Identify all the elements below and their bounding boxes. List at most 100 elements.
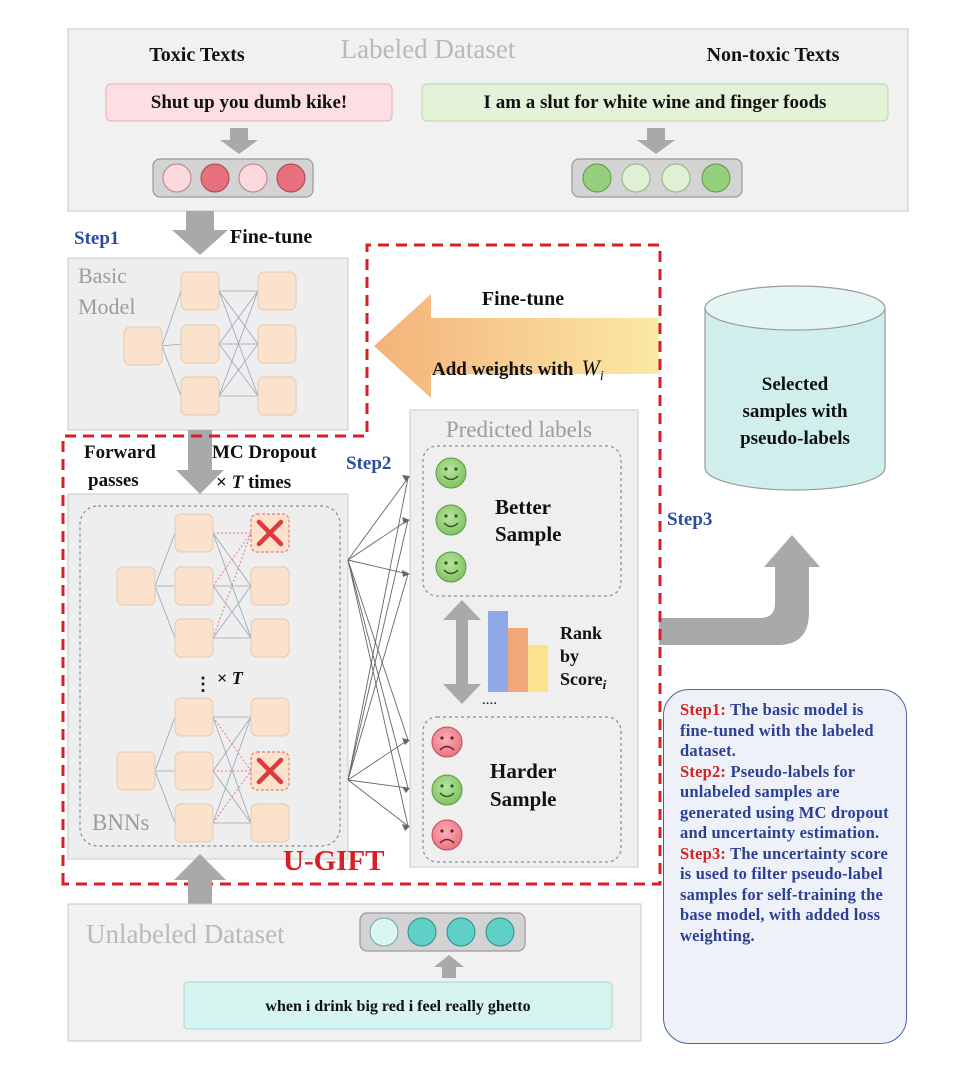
toxic-down-arrow bbox=[220, 128, 258, 154]
toxic-embedding-bar bbox=[152, 158, 314, 198]
rank-label-line3: Scorei bbox=[560, 669, 607, 692]
bnn-top-input-node bbox=[116, 566, 156, 606]
bnn-bottom-output-node-1 bbox=[250, 697, 290, 737]
toxic-example-box bbox=[105, 83, 393, 122]
basic-model-panel: Basic Model bbox=[67, 257, 349, 431]
bnn-bottom-hidden-node-1 bbox=[174, 697, 214, 737]
cylinder-text-line2: samples with bbox=[742, 401, 847, 422]
harder-sad-face-2 bbox=[431, 819, 463, 851]
harder-sample-group bbox=[422, 716, 622, 863]
labeled-dataset-panel: Labeled Dataset Toxic Texts Non-toxic Te… bbox=[67, 28, 909, 212]
finetune-feedback-arrow bbox=[374, 294, 659, 398]
bnn-bottom-dropped-connections bbox=[212, 716, 252, 824]
toxic-texts-header: Toxic Texts bbox=[149, 44, 245, 66]
basic-hidden-node-3 bbox=[180, 376, 220, 416]
bnn-bottom-hidden-node-3 bbox=[174, 803, 214, 843]
note-step3-tag: Step3: bbox=[680, 843, 727, 863]
bnn-bottom-dropped-node bbox=[250, 751, 290, 791]
nontoxic-embed-dot-3 bbox=[661, 163, 691, 193]
basic-model-label-line1: Basic bbox=[78, 263, 127, 288]
nontoxic-embed-dot-1 bbox=[582, 163, 612, 193]
basic-model-label-line2: Model bbox=[78, 294, 135, 319]
bnn-top-dropped-connections bbox=[212, 532, 252, 639]
steps-explanation-box: Step1: The basic model is fine-tuned wit… bbox=[663, 689, 907, 1044]
toxic-embed-dot-1 bbox=[162, 163, 192, 193]
unlabeled-up-arrow bbox=[174, 854, 226, 904]
note-step1: Step1: The basic model is fine-tuned wit… bbox=[680, 700, 898, 762]
nontoxic-example-text: I am a slut for white wine and finger fo… bbox=[484, 92, 827, 113]
bnn-top-output-node-3 bbox=[250, 618, 290, 658]
unlabeled-embed-dot-3 bbox=[446, 917, 476, 947]
bnn-bottom-output-node-3 bbox=[250, 803, 290, 843]
labeled-dataset-title: Labeled Dataset bbox=[341, 34, 516, 64]
rank-bar-3 bbox=[528, 645, 548, 692]
better-sample-label-line2: Sample bbox=[495, 522, 562, 546]
note-step2-tag: Step2: bbox=[680, 761, 727, 781]
unlabeled-embed-dot-4 bbox=[485, 917, 515, 947]
step3-arrow bbox=[659, 535, 820, 645]
unlabeled-example-box bbox=[183, 981, 613, 1030]
bnn-top-connections bbox=[154, 532, 252, 639]
rank-label-line2: by bbox=[560, 646, 579, 666]
forward-label-line1: Forward bbox=[84, 442, 156, 463]
nontoxic-embed-dot-2 bbox=[621, 163, 651, 193]
predicted-labels-title: Predicted labels bbox=[446, 417, 592, 442]
bnn-top-hidden-node-1 bbox=[174, 513, 214, 553]
nontoxic-texts-header: Non-toxic Texts bbox=[707, 44, 840, 66]
note-step1-tag: Step1: bbox=[680, 700, 727, 719]
bnns-label: BNNs bbox=[92, 810, 150, 835]
step1-down-arrow bbox=[172, 211, 228, 255]
step1-finetune-label: Fine-tune bbox=[230, 226, 312, 248]
note-step2-text: Pseudo-labels for unlabeled samples are … bbox=[680, 761, 889, 843]
basic-output-node-3 bbox=[257, 376, 297, 416]
harder-sample-label-line2: Sample bbox=[490, 787, 557, 811]
note-step3-text: The uncertainty score is used to filter … bbox=[680, 843, 889, 945]
unlabeled-example-text: when i drink big red i feel really ghett… bbox=[265, 998, 530, 1015]
unlabeled-dataset-title: Unlabeled Dataset bbox=[86, 919, 285, 949]
better-smiley-3 bbox=[435, 551, 467, 583]
step3-tag: Step3 bbox=[667, 509, 712, 530]
bnn-repeat-label: × T bbox=[217, 668, 244, 688]
harder-sad-face-1 bbox=[431, 726, 463, 758]
step1-tag: Step1 bbox=[74, 228, 119, 249]
bnn-top-dropped-node bbox=[250, 513, 290, 553]
predicted-labels-panel: Predicted labels Better Sample .... Rank… bbox=[409, 409, 639, 868]
toxic-embed-dot-2 bbox=[200, 163, 230, 193]
bnn-bottom-input-node bbox=[116, 751, 156, 791]
rank-bar-2 bbox=[508, 628, 528, 692]
bnn-top-hidden-node-2 bbox=[174, 566, 214, 606]
forward-label-line2: passes bbox=[88, 470, 139, 491]
ugift-dashed-boundary bbox=[61, 243, 662, 886]
rank-bar-1 bbox=[488, 611, 508, 692]
rank-double-arrow bbox=[443, 600, 481, 704]
bnn-panel: ⋮ × T BNNs bbox=[67, 493, 349, 860]
unlabeled-embed-dot-1 bbox=[369, 917, 399, 947]
nontoxic-embed-dot-4 bbox=[701, 163, 731, 193]
basic-model-connections bbox=[161, 290, 259, 397]
basic-input-node bbox=[123, 326, 163, 366]
bnn-to-labels-arrowheads bbox=[402, 475, 410, 831]
basic-output-node-1 bbox=[257, 271, 297, 311]
bnn-to-labels-arrows bbox=[347, 477, 409, 827]
note-step1-text: The basic model is fine-tuned with the l… bbox=[680, 700, 874, 760]
better-sample-group bbox=[422, 445, 622, 597]
selected-samples-cylinder: Selected samples with pseudo-labels bbox=[704, 285, 886, 491]
better-smiley-1 bbox=[435, 457, 467, 489]
basic-output-node-2 bbox=[257, 324, 297, 364]
mc-dropout-label-line2: × T times bbox=[216, 472, 291, 493]
harder-smiley bbox=[431, 774, 463, 806]
mc-dropout-label-line1: MC Dropout bbox=[212, 442, 317, 463]
step2-tag: Step2 bbox=[346, 453, 391, 474]
nontoxic-embedding-bar bbox=[571, 158, 743, 198]
note-step2: Step2: Pseudo-labels for unlabeled sampl… bbox=[680, 762, 898, 844]
nontoxic-example-box bbox=[421, 83, 889, 122]
toxic-example-text: Shut up you dumb kike! bbox=[151, 92, 347, 113]
harder-sample-label-line1: Harder bbox=[490, 759, 556, 783]
unlabeled-embedding-bar bbox=[359, 912, 526, 952]
bnn-top-output-node-2 bbox=[250, 566, 290, 606]
better-smiley-2 bbox=[435, 504, 467, 536]
rank-ellipsis: .... bbox=[482, 692, 497, 708]
